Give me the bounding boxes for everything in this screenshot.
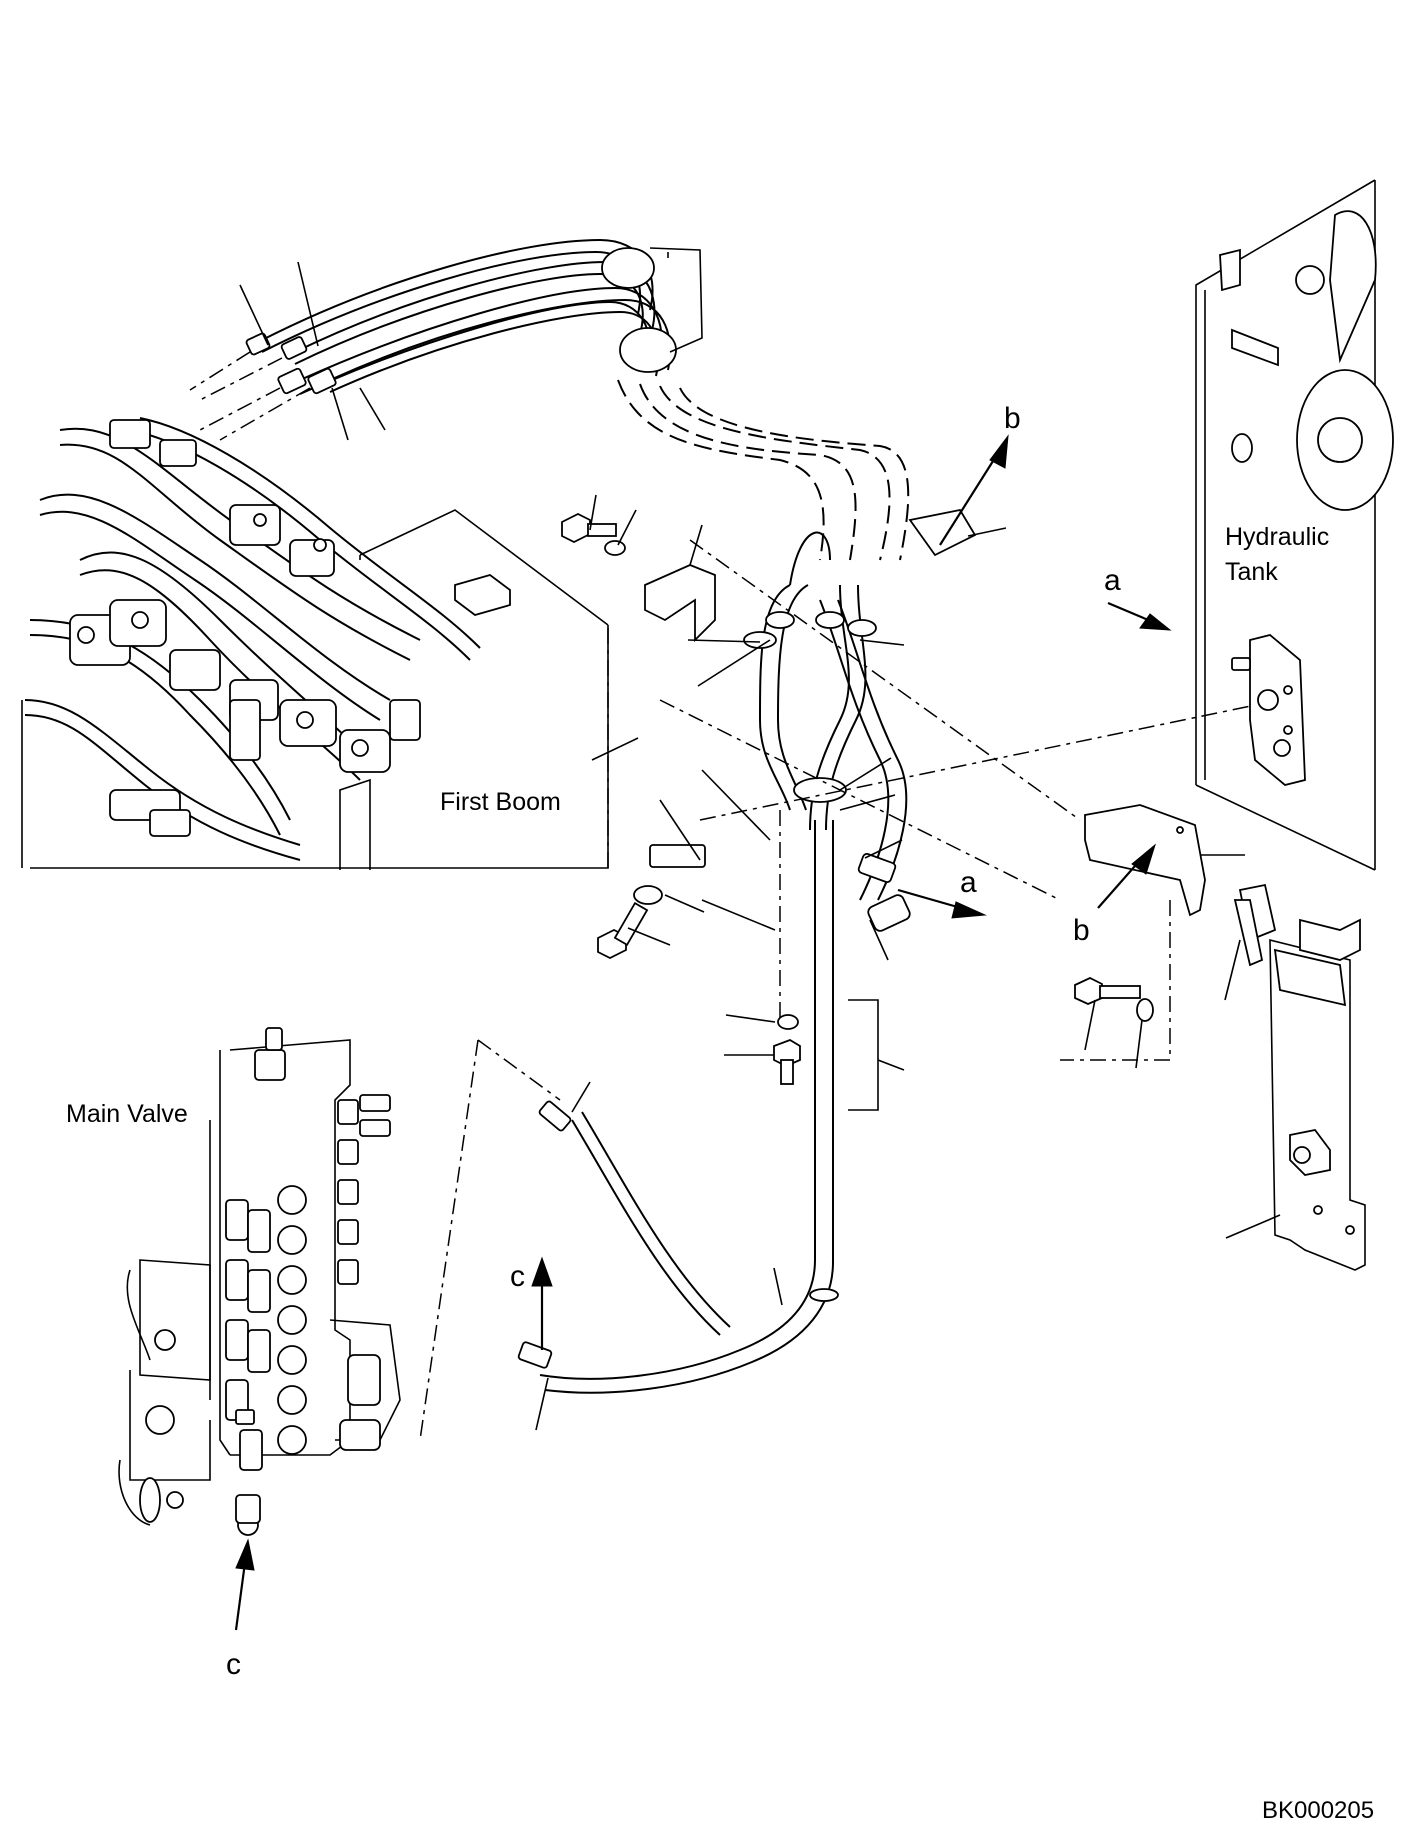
boom-fittings: [69, 419, 421, 837]
mounting-bracket: [1084, 804, 1277, 967]
drawing-code: BK000205: [1262, 1797, 1374, 1824]
hydraulic-tank-label-line2: Tank: [1225, 558, 1278, 586]
bolt-lower: [773, 1039, 801, 1085]
hose-collars: [743, 611, 877, 1302]
bolt-top: [561, 512, 617, 544]
bolt-mid: [597, 901, 649, 960]
callout-c-hose: c: [510, 1260, 525, 1293]
callout-a-tank: a: [1104, 564, 1121, 597]
lower-right-panel: [1269, 918, 1366, 1271]
first-boom-assembly: First Boom: [21, 417, 609, 870]
main-valve: Main Valve: [66, 1027, 401, 1536]
upper-hose-bundle: [189, 238, 910, 561]
upper-hose-fittings: [245, 332, 337, 395]
callouts: a a b b c c: [226, 247, 1281, 1681]
lower-hose-routing: [419, 531, 1281, 1441]
callout-a-hose: a: [960, 866, 977, 899]
first-boom-label: First Boom: [440, 788, 561, 816]
callout-b-top: b: [1004, 402, 1021, 435]
callout-b-bracket: b: [1073, 914, 1090, 947]
main-valve-label: Main Valve: [66, 1100, 188, 1128]
hydraulic-tank: Hydraulic Tank: [1195, 179, 1394, 871]
valve-spools: [118, 1027, 391, 1536]
hydraulic-tank-label-line1: Hydraulic: [1225, 523, 1329, 551]
callout-c-valve: c: [226, 1648, 241, 1681]
bolt-right: [1074, 977, 1141, 1005]
